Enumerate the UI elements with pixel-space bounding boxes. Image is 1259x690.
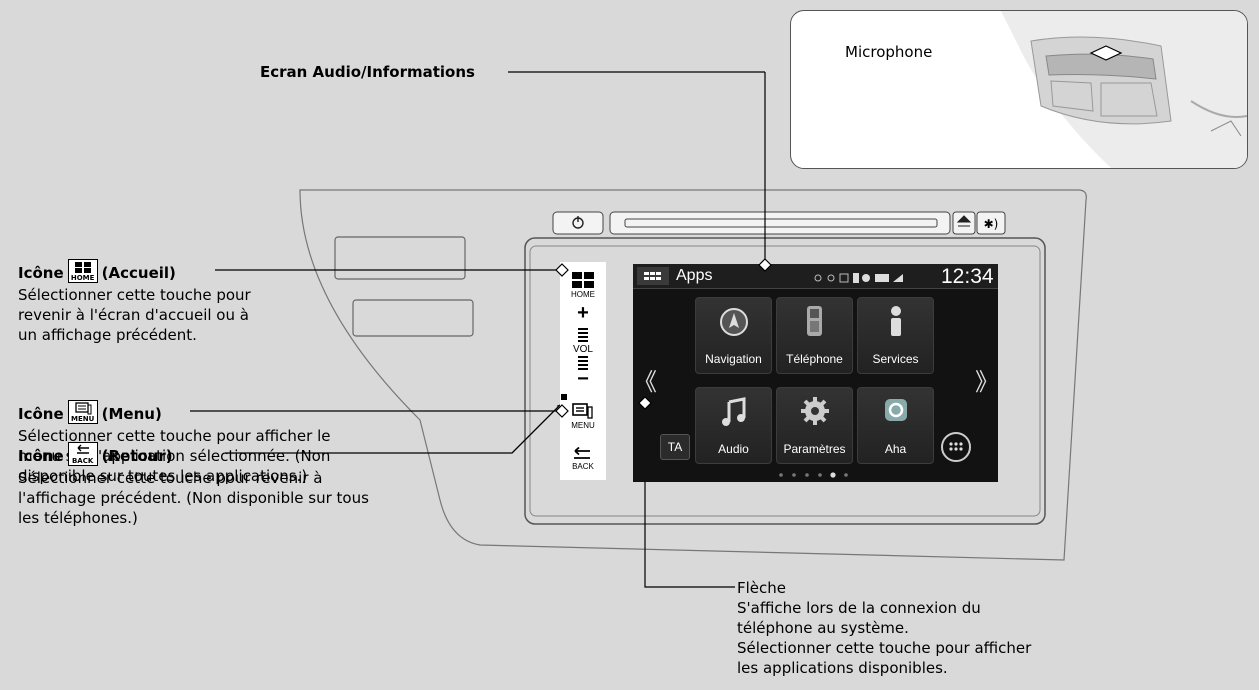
back-text-line: l'affichage précédent. (Non disponible s…	[18, 489, 369, 507]
page-indicator	[779, 472, 848, 478]
arrow-text-line: téléphone au système.	[737, 619, 909, 637]
tile-label: Services	[872, 352, 919, 366]
arrow-text-line: S'affiche lors de la connexion du	[737, 599, 981, 617]
arrow-callout: Flèche S'affiche lors de la connexion du…	[737, 578, 1031, 678]
left-scroll-arrow[interactable]: 《	[633, 369, 657, 396]
info-icon	[891, 306, 901, 336]
home-callout-text: Sélectionner cette touche pour revenir à…	[18, 285, 251, 345]
more-apps-button[interactable]	[941, 432, 971, 462]
compass-icon	[720, 308, 748, 336]
arrow-text-line: les applications disponibles.	[737, 659, 948, 677]
unit-bezel-inner	[529, 245, 1041, 517]
tile-label: Navigation	[705, 352, 762, 366]
panel-menu-button[interactable]	[572, 403, 594, 423]
panel-home-label: HOME	[571, 290, 595, 299]
home-grid-icon	[572, 272, 594, 288]
grid-icon	[644, 272, 661, 280]
vent-upper	[334, 236, 466, 280]
tile-services[interactable]: Services	[857, 297, 934, 374]
home-grid-icon: HOME	[67, 259, 98, 283]
vol-plus-button[interactable]: +	[577, 302, 589, 324]
menu-list-icon: MENU	[67, 400, 98, 424]
vol-bars-upper-icon	[578, 328, 588, 342]
back-callout-prefix: Icône	[18, 447, 64, 465]
tile-label: Audio	[718, 442, 749, 456]
microphone-inset	[790, 10, 1248, 169]
status-icons	[814, 273, 903, 283]
dots-grid-icon	[949, 442, 963, 451]
menu-text-line: disponible sur toutes les applications.)	[18, 467, 308, 485]
screen-callout-title: Ecran Audio/Informations	[260, 63, 475, 81]
phone-icon	[807, 306, 822, 336]
arrow-text-line: Sélectionner cette touche pour afficher	[737, 639, 1032, 657]
back-callout-suffix: (Retour)	[101, 447, 173, 465]
back-icon-caption: BACK	[71, 457, 94, 465]
microphone-illustration	[1001, 11, 1247, 168]
tile-parametres[interactable]: Paramètres	[776, 387, 853, 464]
audio-info-screen: Apps 12:34 Navigation Téléphone Services…	[633, 264, 998, 482]
panel-back-label: BACK	[572, 462, 594, 471]
apps-grid-button[interactable]	[637, 267, 669, 285]
menu-callout-suffix: (Menu)	[101, 405, 162, 423]
home-text-line: un affichage précédent.	[18, 326, 197, 344]
home-icon-caption: HOME	[70, 274, 95, 282]
light-button-shape	[976, 211, 1006, 235]
vol-minus-button[interactable]: −	[577, 368, 589, 390]
tile-label: Paramètres	[783, 442, 846, 456]
microphone-callout-title: Microphone	[845, 43, 933, 61]
svg-text:✱): ✱)	[984, 217, 999, 231]
back-text-line: Sélectionner cette touche pour revenir à	[18, 469, 323, 487]
back-callout-title: Icône BACK (Retour)	[18, 442, 173, 466]
back-callout-text: Sélectionner cette touche pour revenir à…	[18, 468, 369, 528]
menu-list-icon	[572, 403, 593, 419]
gear-icon	[801, 397, 829, 425]
right-scroll-arrow[interactable]: 》	[975, 369, 998, 396]
home-callout-prefix: Icône	[18, 264, 64, 282]
eject-button-shape	[952, 211, 976, 235]
unit-bezel	[524, 237, 1046, 525]
home-callout-title: Icône HOME (Accueil)	[18, 259, 176, 283]
screen-clock: 12:34	[941, 265, 994, 288]
vol-bars-lower-icon	[578, 356, 588, 370]
vol-label: VOL	[572, 344, 593, 355]
tile-aha[interactable]: Aha	[857, 387, 934, 464]
aha-icon	[885, 399, 907, 421]
menu-callout-prefix: Icône	[18, 405, 64, 423]
back-arrow-icon: BACK	[67, 442, 98, 466]
cd-slot	[609, 211, 951, 235]
screen-title: Apps	[676, 267, 713, 284]
tile-label: Aha	[884, 442, 907, 456]
music-note-icon	[722, 397, 746, 426]
menu-callout-title: Icône MENU (Menu)	[18, 400, 162, 424]
panel-home-button[interactable]	[572, 272, 594, 292]
tile-navigation[interactable]: Navigation	[695, 297, 772, 374]
home-callout-suffix: (Accueil)	[101, 264, 176, 282]
power-button-shape	[552, 211, 604, 235]
panel-back-button[interactable]	[572, 446, 594, 465]
panel-menu-label: MENU	[571, 421, 595, 430]
ta-button[interactable]: TA	[660, 434, 690, 460]
dashboard-outline	[299, 189, 1087, 561]
tile-telephone[interactable]: Téléphone	[776, 297, 853, 374]
tile-audio[interactable]: Audio	[695, 387, 772, 464]
back-text-line: les téléphones.)	[18, 509, 138, 527]
home-text-line: Sélectionner cette touche pour	[18, 286, 251, 304]
back-arrow-icon	[574, 446, 590, 459]
arrow-callout-title: Flèche	[737, 579, 787, 597]
panel-button-strip: HOME + VOL − MENU BACK	[560, 262, 606, 480]
vent-lower	[352, 299, 474, 337]
menu-text-line: Sélectionner cette touche pour afficher …	[18, 427, 331, 445]
menu-icon-caption: MENU	[70, 415, 95, 423]
home-text-line: revenir à l'écran d'accueil ou à	[18, 306, 249, 324]
tile-label: Téléphone	[786, 352, 843, 366]
